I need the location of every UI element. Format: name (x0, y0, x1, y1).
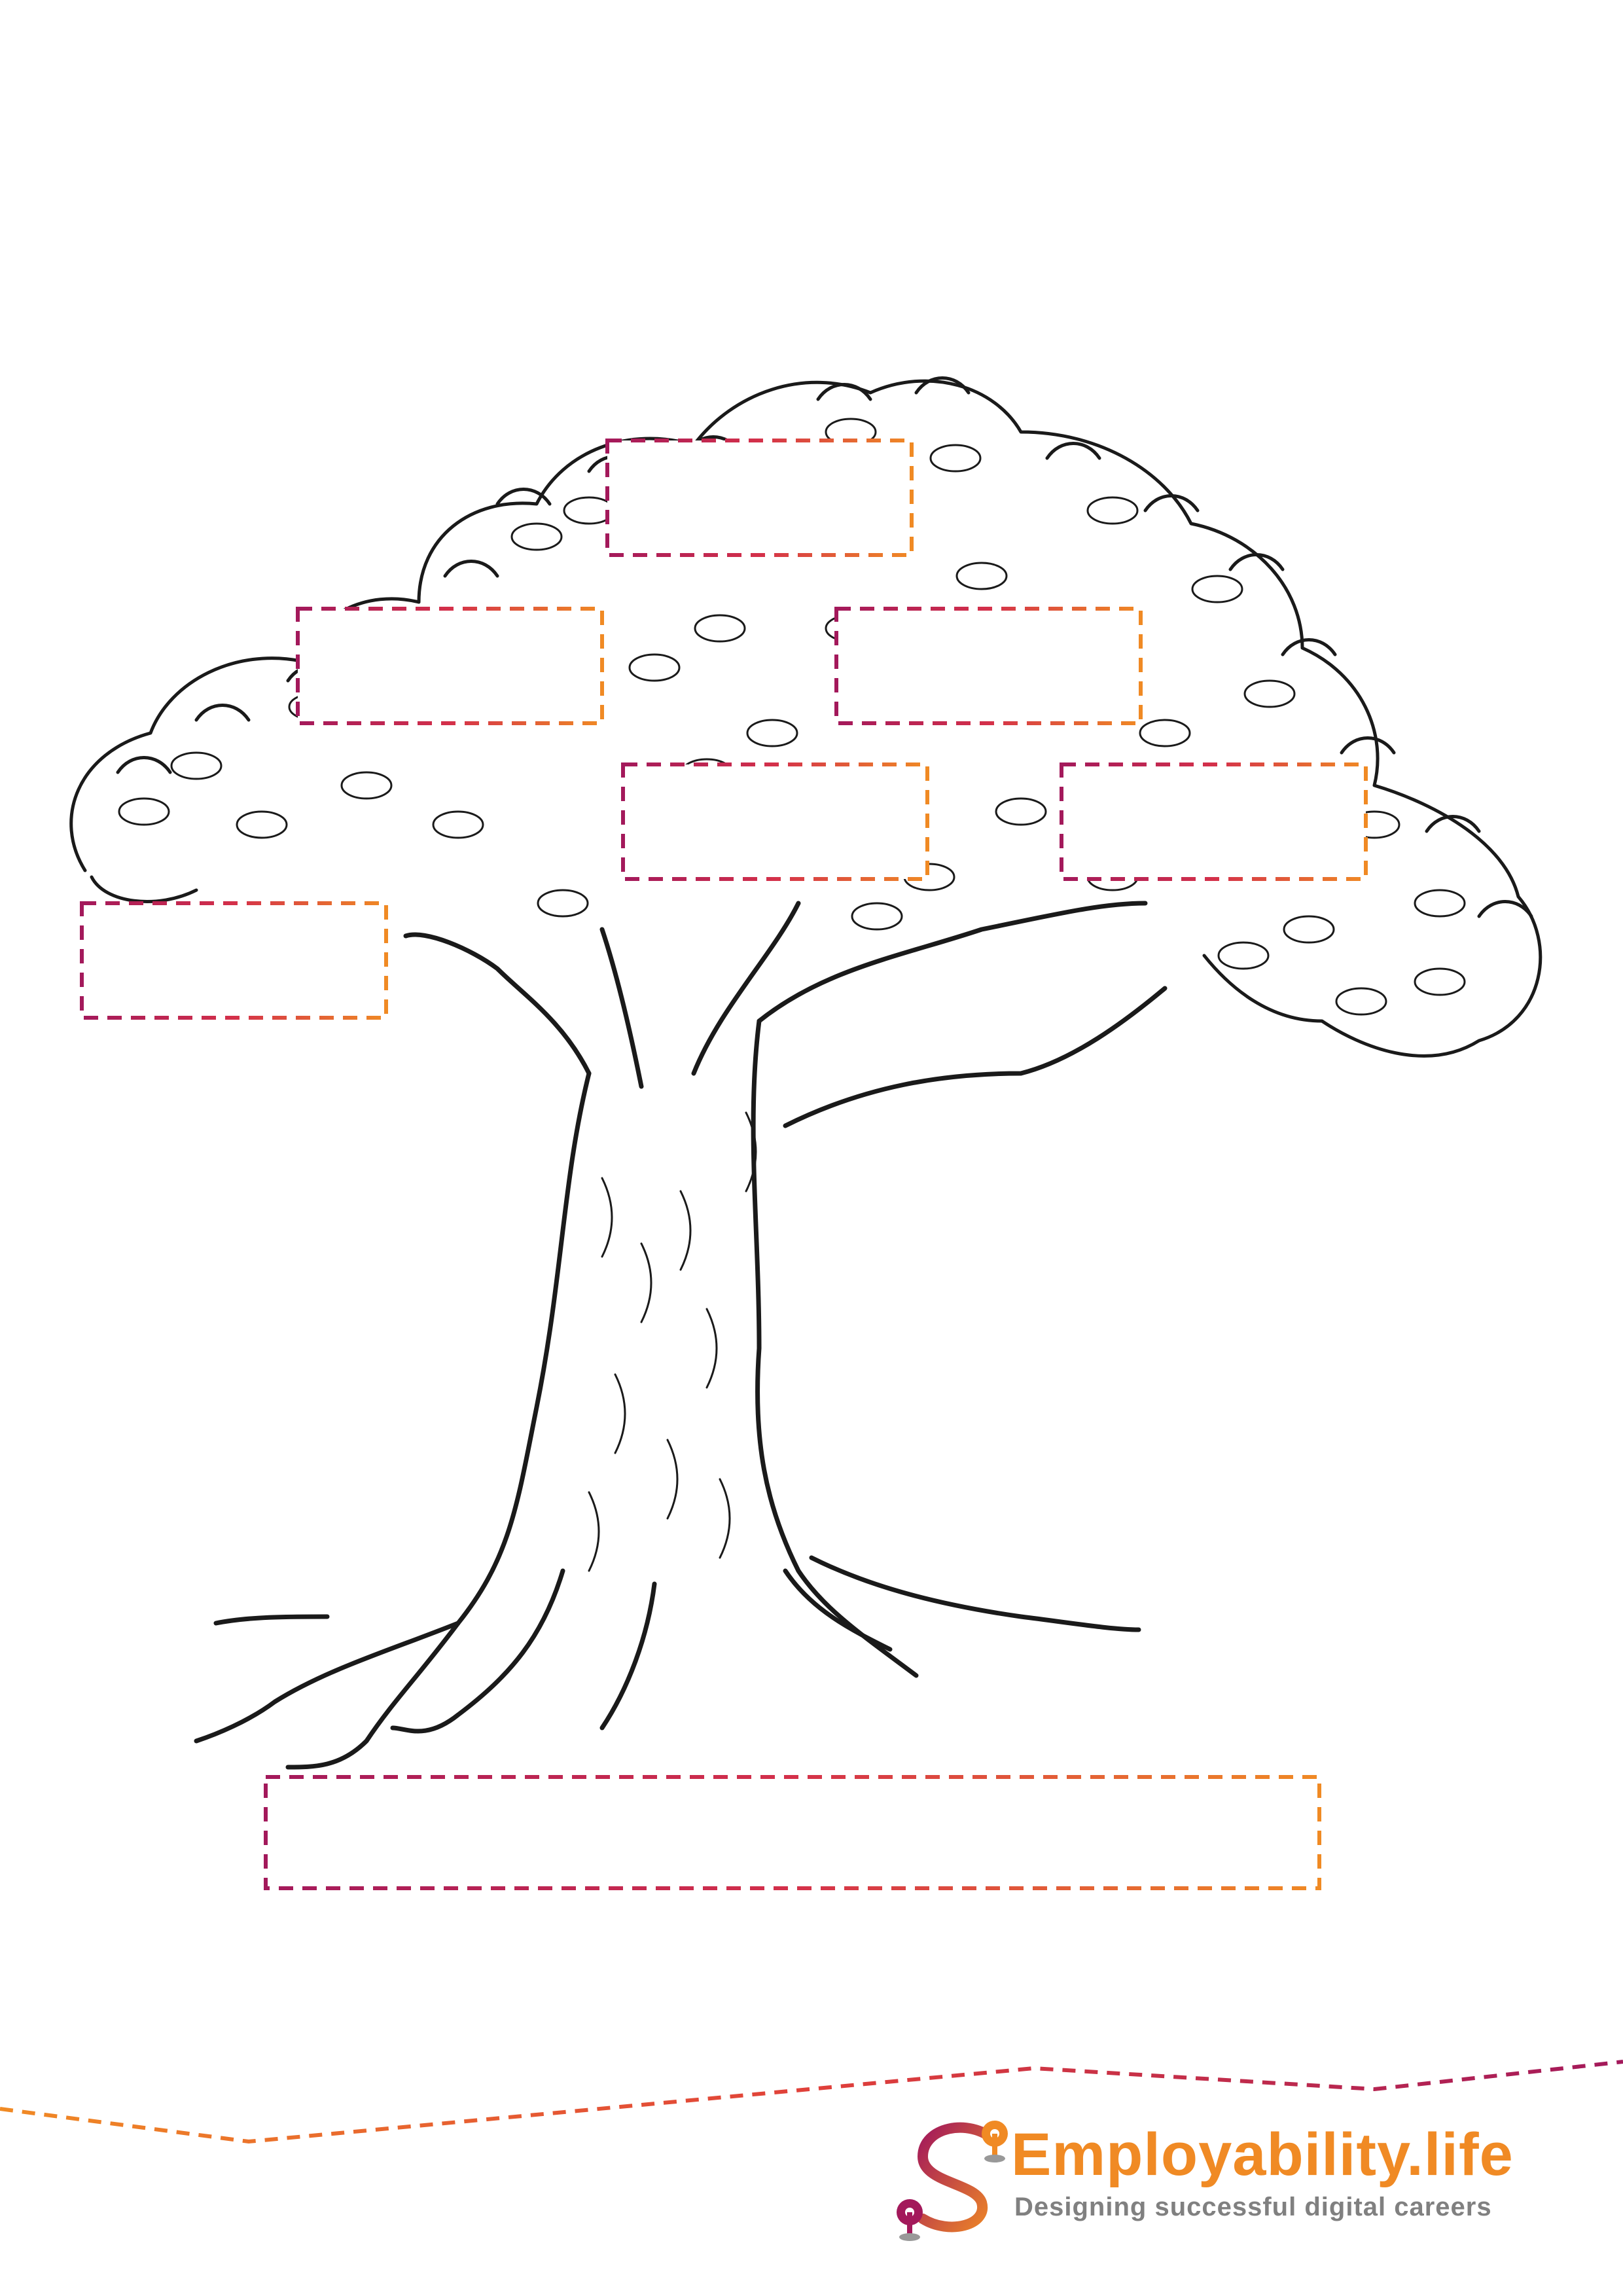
canopy-box-upper-right[interactable] (834, 607, 1143, 725)
footer-path-line (0, 2060, 1623, 2144)
tree-canopy (69, 376, 1543, 1058)
canopy-box-middle-center[interactable] (621, 762, 929, 881)
canopy-box-middle-right[interactable] (1060, 762, 1368, 881)
canopy-box-lower-left[interactable] (80, 901, 388, 1020)
canopy-boxes (80, 439, 1368, 1020)
trunk-box[interactable] (264, 1775, 1321, 1890)
canopy-box-upper-left[interactable] (296, 607, 604, 725)
canopy-box-top[interactable] (605, 439, 914, 557)
route-pin-logo-icon (897, 2121, 1008, 2241)
brand-name: Employability.life (1011, 2121, 1514, 2188)
brand-block: Employability.life Designing successful … (890, 2121, 1610, 2232)
brand-tagline: Designing successful digital careers (1014, 2193, 1492, 2221)
tree-trunk (194, 901, 1168, 1770)
